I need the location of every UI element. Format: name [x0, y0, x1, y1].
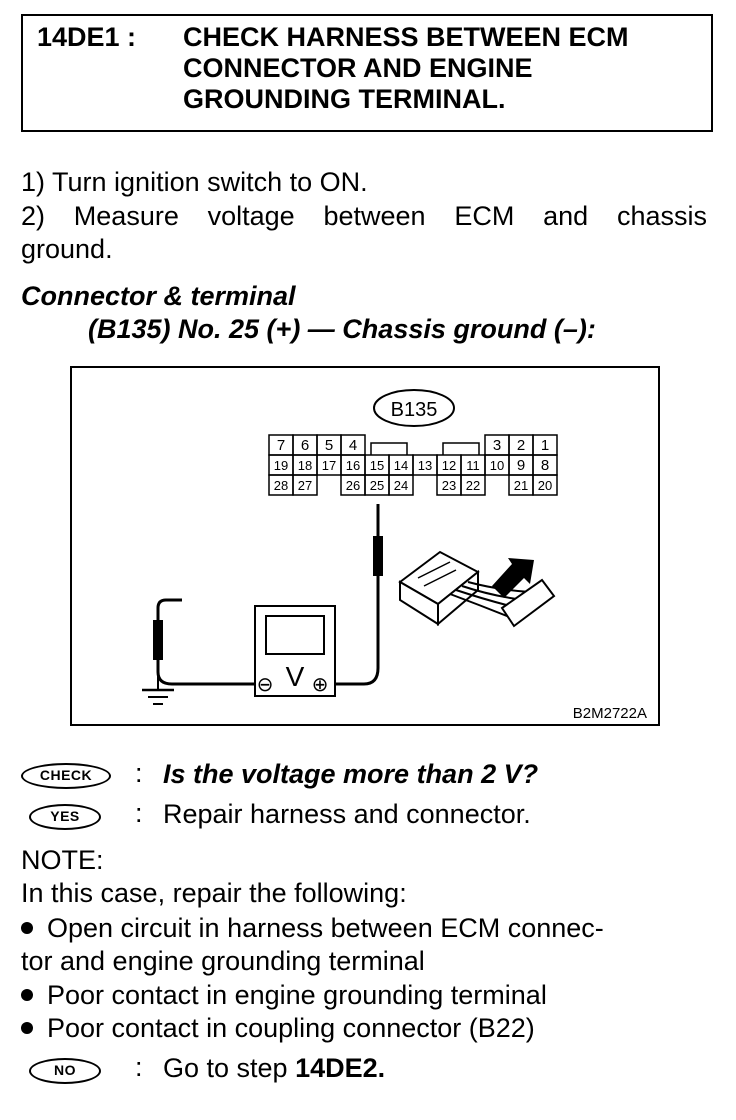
note-bullet-3: Poor contact in coupling connector (B22) — [21, 1012, 535, 1045]
connector-pin-label: 2 — [517, 437, 525, 454]
no-badge: NO — [29, 1058, 101, 1084]
note-bullet-1-cont: tor and engine grounding terminal — [21, 946, 425, 976]
connector-pin-label: 10 — [490, 458, 504, 473]
note-bullet-2-text: Poor contact in engine grounding termina… — [47, 980, 547, 1010]
connector-pin-label: 8 — [541, 457, 549, 474]
no-action: Go to step 14DE2. — [163, 1052, 385, 1085]
connector-pin-label: 17 — [322, 458, 336, 473]
step-title-line-2: CONNECTOR AND ENGINE — [183, 53, 533, 83]
connector-pin-label: 3 — [493, 437, 501, 454]
note-bullet-2: Poor contact in engine grounding termina… — [21, 979, 547, 1012]
check-separator: : — [135, 758, 143, 788]
yes-separator: : — [135, 798, 143, 828]
connector-pin-label: 19 — [274, 458, 288, 473]
connector-pin-label: 6 — [301, 437, 309, 454]
connector-pin-label: 13 — [418, 458, 432, 473]
connector-pin-label: 23 — [442, 478, 456, 493]
connector-lock-tab — [442, 442, 480, 455]
connector-pin-cell — [388, 474, 414, 496]
step-title: CHECK HARNESS BETWEEN ECM CONNECTOR AND … — [183, 22, 629, 115]
connector-pin-label: 11 — [466, 458, 480, 473]
connector-pin-label: 9 — [517, 457, 525, 474]
note-label: NOTE: — [21, 845, 104, 875]
no-action-target: 14DE2. — [295, 1053, 386, 1083]
probe-wire-positive — [334, 576, 380, 686]
note-bullet-3-text: Poor contact in coupling connector (B22) — [47, 1013, 535, 1043]
connector-heading: Connector & terminal — [21, 281, 296, 311]
connector-pin-cell — [292, 474, 318, 496]
connector-pin-label: 16 — [346, 458, 360, 473]
connector-pin-label: 20 — [538, 478, 552, 493]
minus-terminal: ⊖ — [257, 672, 274, 696]
connector-pin-label: 5 — [325, 437, 333, 454]
no-separator: : — [135, 1052, 143, 1082]
probe-positive — [373, 536, 383, 576]
step-header: 14DE1 : CHECK HARNESS BETWEEN ECM CONNEC… — [21, 14, 713, 132]
step-id: 14DE1 : — [37, 22, 137, 52]
step-title-line-1: CHECK HARNESS BETWEEN ECM — [183, 22, 629, 52]
figure-code: B2M2722A — [573, 705, 647, 722]
connector-pin-label: 14 — [394, 458, 408, 473]
bullet-icon — [21, 988, 33, 1001]
plus-terminal: ⊕ — [312, 672, 329, 696]
connector-pin-cell — [532, 474, 558, 496]
connector-pin-label: 1 — [541, 437, 549, 454]
yes-action: Repair harness and connector. — [163, 799, 531, 829]
probe-negative — [153, 620, 163, 660]
step-title-line-3: GROUNDING TERMINAL. — [183, 84, 506, 114]
check-question: Is the voltage more than 2 V? — [163, 759, 539, 789]
voltmeter-display — [265, 615, 325, 655]
connector-label-oval — [373, 389, 455, 427]
connector-pin-label: 28 — [274, 478, 288, 493]
connector-pin-label: 15 — [370, 458, 384, 473]
no-action-prefix: Go to step — [163, 1053, 296, 1083]
connector-pin-label: 24 — [394, 478, 408, 493]
instruction-2-cont: ground. — [21, 234, 113, 264]
connector-pin-label: 25 — [370, 478, 384, 493]
connector-pin-label: 21 — [514, 478, 528, 493]
note-intro: In this case, repair the following: — [21, 878, 407, 908]
voltmeter-symbol: V — [286, 661, 305, 692]
connector-pin-label: 18 — [298, 458, 312, 473]
connector-pin-cell — [460, 474, 486, 496]
instruction-2: 2) Measure voltage between ECM and chass… — [21, 201, 707, 231]
connector-pin-label: 12 — [442, 458, 456, 473]
connector-spec: (B135) No. 25 (+) — Chassis ground (–): — [88, 314, 596, 344]
connector-label: B135 — [391, 399, 438, 421]
connector-pin-label: 27 — [298, 478, 312, 493]
connector-pin-label: 7 — [277, 437, 285, 454]
bullet-icon — [21, 1021, 33, 1034]
arrow-icon — [492, 558, 534, 598]
connector-pin-label: 26 — [346, 478, 360, 493]
bullet-icon — [21, 921, 33, 934]
connector-pin-label: 22 — [466, 478, 480, 493]
connector-pin-label: 4 — [349, 437, 357, 454]
connector-lock-tab — [370, 442, 408, 455]
note-bullet-1-text: Open circuit in harness between ECM conn… — [47, 913, 604, 943]
probe-wire-negative — [156, 598, 255, 686]
instruction-1: 1) Turn ignition switch to ON. — [21, 167, 368, 197]
harness-sleeve — [500, 578, 556, 628]
check-badge: CHECK — [21, 763, 111, 789]
note-bullet-1: Open circuit in harness between ECM conn… — [21, 912, 604, 945]
yes-badge: YES — [29, 804, 101, 830]
